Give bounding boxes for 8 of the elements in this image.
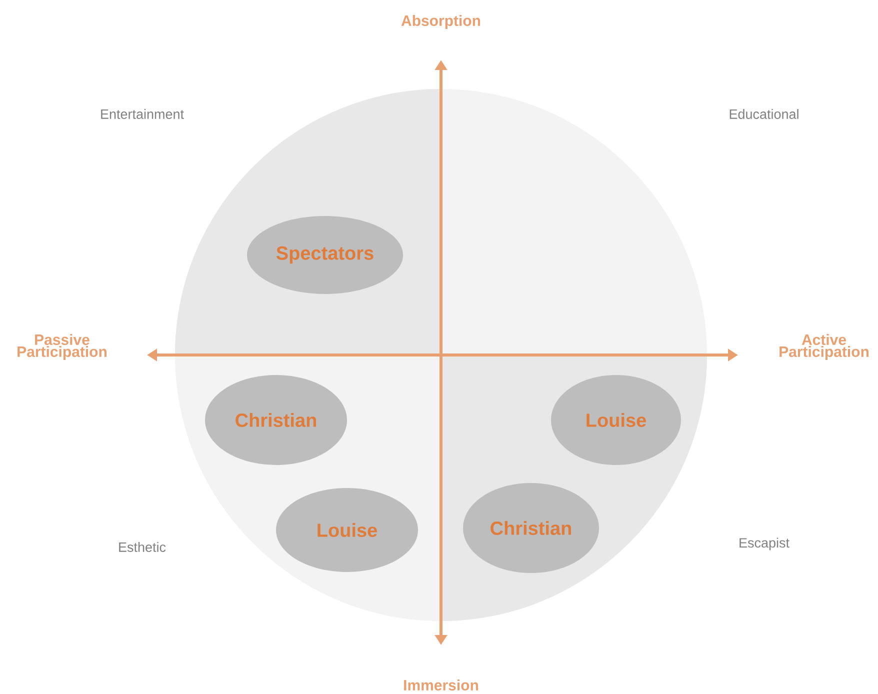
axis-label: Immersion [404,680,478,690]
axis-label: Passive Participation [18,334,106,360]
quadrant-label: Esthetic [119,542,166,552]
quadrant-label: Entertainment [101,109,184,119]
axis-label: Absorption [401,15,480,29]
axis-label: Active Participation [780,334,868,360]
quadrant-label: Educational [730,109,798,119]
quadrant-label: Escapist [740,538,790,550]
